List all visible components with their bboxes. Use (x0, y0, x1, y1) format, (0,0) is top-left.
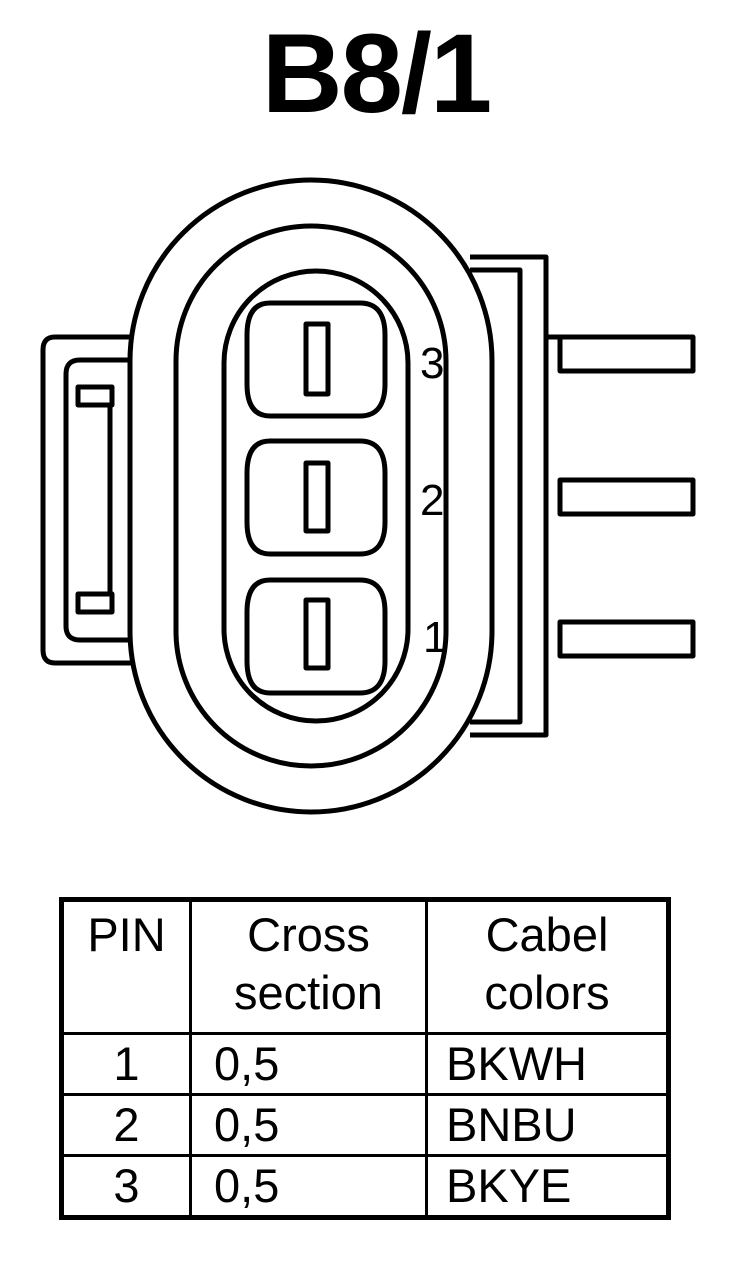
cell-cable-color: BKWH (425, 1032, 670, 1096)
connector-diagram: 3 2 1 (40, 177, 696, 815)
housing-right-inner (470, 267, 523, 725)
cell-cross-section: 0,5 (189, 1093, 428, 1157)
pin-table: PIN Cross section Cabel colors 1 0,5 BKW… (59, 897, 671, 1220)
pin-cavity-1 (244, 577, 388, 696)
cell-cross-section: 0,5 (189, 1032, 428, 1096)
header-cable-colors: Cabel colors (425, 898, 670, 1035)
pin-cavity-3 (244, 300, 388, 419)
table-row: 1 0,5 BKWH (60, 1032, 670, 1096)
header-pin: PIN (60, 898, 192, 1035)
pin-label-3: 3 (420, 339, 444, 388)
housing-outer-oval (127, 177, 495, 815)
latch-outer (40, 334, 155, 666)
terminal-2 (557, 477, 696, 517)
table-row: 3 0,5 BKYE (60, 1154, 670, 1219)
pin-slot-2 (303, 460, 331, 534)
header-cross-section: Cross section (189, 898, 428, 1035)
pin-slot-1 (303, 597, 331, 671)
latch-inner (63, 357, 160, 643)
pin-label-1: 1 (423, 613, 447, 662)
housing-mid-oval (173, 223, 449, 769)
housing-inner-oval (221, 268, 411, 724)
cell-cable-color: BKYE (425, 1154, 670, 1219)
cell-cable-color: BNBU (425, 1093, 670, 1157)
latch-tab-top (75, 384, 115, 408)
pin-table-header: PIN Cross section Cabel colors (60, 898, 670, 1035)
cell-pin: 2 (60, 1093, 192, 1157)
connector-title: B8/1 (261, 11, 493, 136)
pin-label-2: 2 (420, 476, 444, 525)
terminal-3 (557, 334, 696, 374)
latch-tab-bottom (75, 591, 115, 615)
pin-slot-3 (303, 321, 331, 397)
cell-pin: 3 (60, 1154, 192, 1219)
cell-pin: 1 (60, 1032, 192, 1096)
pin-cavity-2 (244, 438, 388, 557)
cell-cross-section: 0,5 (189, 1154, 428, 1219)
terminal-1 (557, 619, 696, 659)
table-row: 2 0,5 BNBU (60, 1093, 670, 1157)
